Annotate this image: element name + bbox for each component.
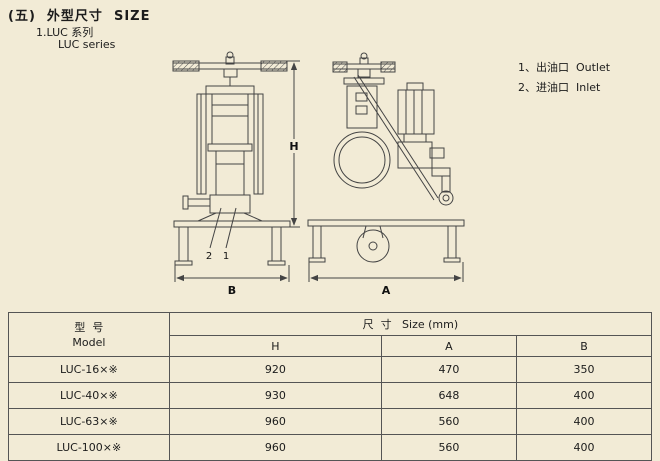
dimension-b: B <box>174 265 290 297</box>
table-row: LUC-100×※ 960 560 400 <box>8 434 653 461</box>
h-cell: 960 <box>168 408 382 435</box>
page-title: (五) 外型尺寸 SIZE <box>8 9 151 24</box>
table-row: LUC-63×※ 960 560 400 <box>8 408 653 435</box>
legend-outlet: 1、出油口 Outlet <box>518 61 611 74</box>
size-group-header: 尺 寸 Size (mm) <box>168 312 653 336</box>
b-cell: 350 <box>515 356 653 383</box>
a-cell: 560 <box>380 408 517 435</box>
model-cell: LUC-100×※ <box>8 434 170 461</box>
series-label-en: LUC series <box>58 38 116 51</box>
col-header-h: H <box>168 335 382 357</box>
h-cell: 920 <box>168 356 382 383</box>
callout-2: 2 <box>206 251 212 262</box>
model-header-en: Model <box>72 335 106 349</box>
series-label-cn: 1.LUC 系列 <box>36 26 94 39</box>
model-header-cn: 型 号 <box>74 320 104 334</box>
dim-a-label: A <box>382 284 391 297</box>
model-cell: LUC-63×※ <box>8 408 170 435</box>
model-column-header: 型 号 Model <box>8 312 170 357</box>
legend-inlet: 2、进油口 Inlet <box>518 81 601 94</box>
side-view-drawing <box>307 52 465 263</box>
h-cell: 960 <box>168 434 382 461</box>
dim-h-label: H <box>289 140 298 153</box>
b-cell: 400 <box>515 382 653 409</box>
dimension-drawings: 2 1 B H <box>172 51 465 297</box>
model-cell: LUC-40×※ <box>8 382 170 409</box>
col-header-b: B <box>515 335 653 357</box>
model-cell: LUC-16×※ <box>8 356 170 383</box>
a-cell: 470 <box>380 356 517 383</box>
front-view-drawing: 2 1 <box>172 51 291 266</box>
b-cell: 400 <box>515 408 653 435</box>
b-cell: 400 <box>515 434 653 461</box>
table-row: LUC-40×※ 930 648 400 <box>8 382 653 409</box>
col-header-a: A <box>380 335 517 357</box>
dim-b-label: B <box>228 284 236 297</box>
callout-1: 1 <box>223 251 229 262</box>
h-cell: 930 <box>168 382 382 409</box>
size-table: 型 号 Model 尺 寸 Size (mm) H A B LUC-16×※ 9… <box>8 312 653 461</box>
port-legend: 1、出油口 Outlet 2、进油口 Inlet <box>518 58 610 98</box>
a-cell: 648 <box>380 382 517 409</box>
a-cell: 560 <box>380 434 517 461</box>
dimension-a: A <box>308 262 464 297</box>
table-row: LUC-16×※ 920 470 350 <box>8 356 653 383</box>
dimension-h: H <box>262 60 301 228</box>
